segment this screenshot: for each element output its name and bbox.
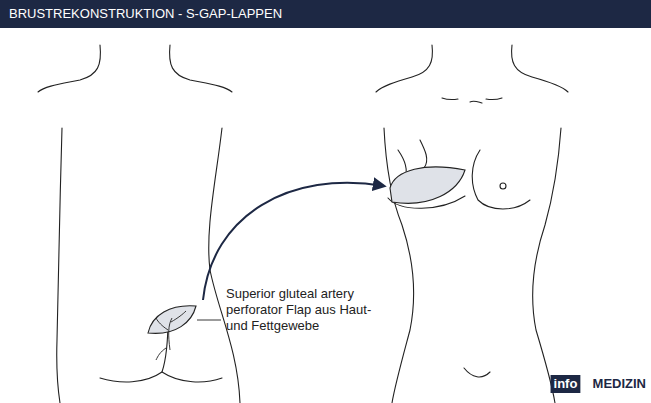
- neck-shoulder: [170, 45, 232, 92]
- perforator-vessels: [156, 311, 186, 360]
- nipple: [500, 183, 506, 189]
- pubic-line: [464, 368, 490, 377]
- body-side: [533, 128, 561, 403]
- transfer-arrow: [203, 183, 384, 300]
- body-side: [209, 128, 240, 403]
- neck-shoulder: [376, 45, 432, 92]
- leader-line: [197, 320, 221, 321]
- body-side: [57, 128, 62, 403]
- transplanted-flap: [390, 167, 465, 203]
- buttock-fold: [100, 372, 222, 382]
- logo-info: info: [554, 376, 578, 392]
- clavicle: [442, 98, 502, 100]
- logo-box: [551, 375, 581, 393]
- flap-label: Superior gluteal artery perforator Flap …: [226, 286, 376, 334]
- neck-shoulder: [512, 45, 568, 92]
- body-side: [384, 128, 414, 403]
- logo-medizin: MEDIZIN: [593, 376, 646, 392]
- title: BRUSTREKONSTRUKTION - S-GAP-LAPPEN: [9, 6, 282, 21]
- breast-outline: [472, 150, 530, 209]
- neck-shoulder: [38, 45, 100, 92]
- sternal-notch: [470, 101, 482, 103]
- donor-flap: [148, 306, 196, 334]
